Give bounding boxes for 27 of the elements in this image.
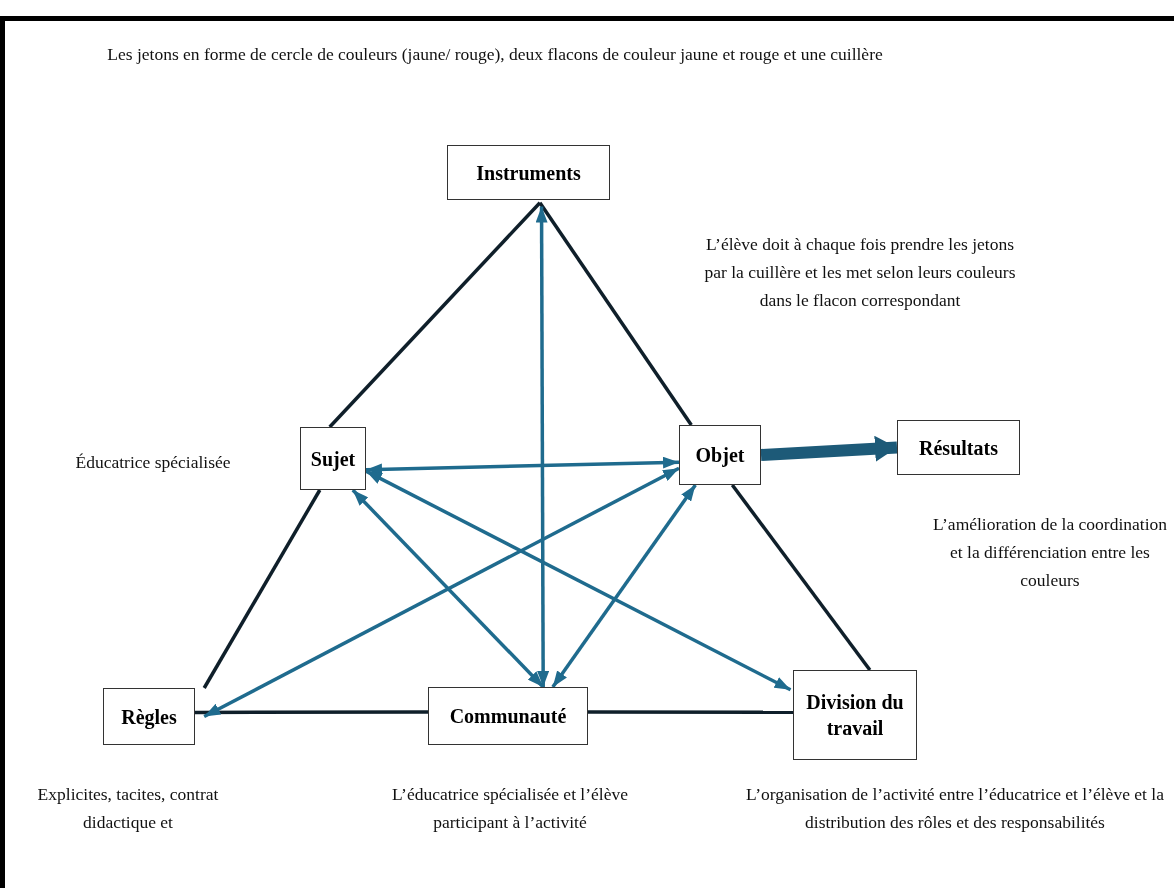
concept-box: Division du travail <box>793 670 917 760</box>
connector-line <box>730 483 872 672</box>
concept-box: Instruments <box>447 145 610 200</box>
concept-box: Communauté <box>428 687 588 745</box>
arrow <box>365 469 792 692</box>
annotation-text: L’amélioration de la coordination et la différenciation entre les couleurs <box>931 513 1169 592</box>
connector-line <box>328 201 542 429</box>
arrow <box>551 484 697 688</box>
annotation-text: Les jetons en forme de cercle de couleurs (jaune/ rouge), deux flacons de couleur jaune et rouge et une cuillère <box>106 43 884 66</box>
arrow <box>203 466 680 719</box>
arrow <box>535 206 550 687</box>
annotation-text: L’éducatrice spécialisée et l’élève participant à l’activité <box>391 783 629 834</box>
arrow <box>760 435 898 462</box>
concept-box: Objet <box>679 425 761 485</box>
annotation-text: L’organisation de l’activité entre l’éducatrice et l’élève et la distribution des rôles et des responsabilités <box>745 783 1165 834</box>
concept-box: Règles <box>103 688 195 745</box>
annotation-text: Éducatrice spécialisée <box>74 451 232 474</box>
arrow <box>351 488 545 689</box>
connector-line <box>588 710 793 715</box>
concept-box: Sujet <box>300 427 366 490</box>
arrow <box>365 456 680 476</box>
connector-line <box>538 201 693 426</box>
connector-line <box>195 710 428 715</box>
concept-box: Résultats <box>897 420 1020 475</box>
annotation-text: L’élève doit à chaque fois prendre les jetons par la cuillère et les met selon leurs couleurs dans le flacon correspondant <box>703 233 1017 312</box>
annotation-text: Explicites, tacites, contrat didactique et <box>36 783 220 834</box>
connector-line <box>202 489 322 689</box>
